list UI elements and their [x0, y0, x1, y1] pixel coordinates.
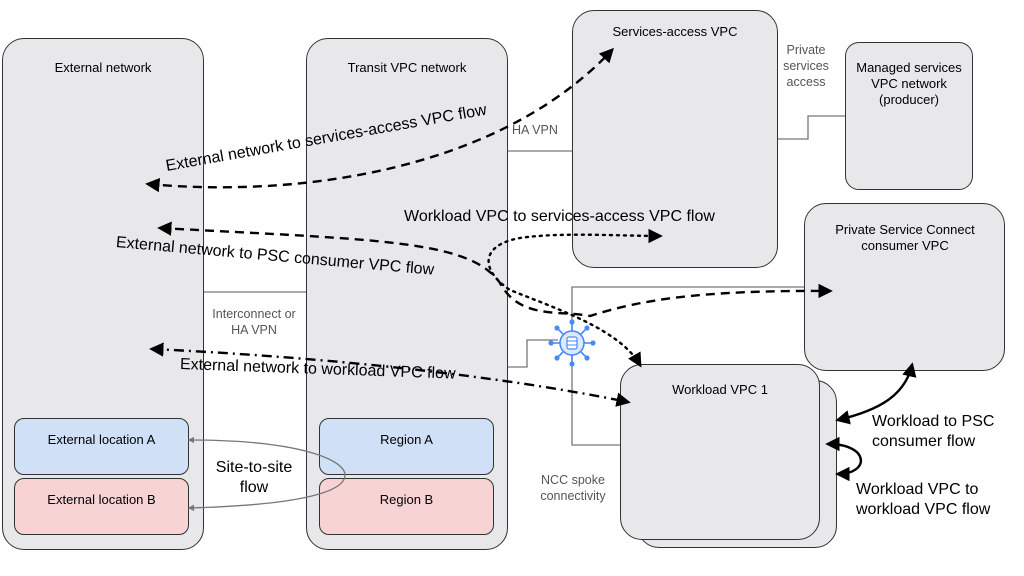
private-services-access-label: Private services access: [783, 43, 829, 89]
workload-vpc-box: [620, 364, 820, 540]
external-location-b-label: External location B: [47, 492, 156, 507]
ncc-spoke-to-services: [571, 286, 804, 340]
managed-services-vpc-label: Managed services VPC network (producer): [856, 60, 962, 107]
ext-to-psc-flow: [157, 221, 833, 318]
ext-to-services-flow: [145, 47, 614, 193]
external-location-a-box: [14, 418, 189, 475]
ncc-spoke-label: NCC spoke connectivity: [540, 473, 606, 503]
workload-to-workload-flow: [825, 436, 863, 482]
psc-consumer-vpc-label: Private Service Connect consumer VPC: [835, 222, 975, 253]
private-services-access-link: [778, 115, 845, 140]
workload-to-services-flow: [487, 228, 663, 368]
region-b-label: Region B: [379, 492, 434, 507]
site-to-site-flow-label: Site-to-site flow: [215, 459, 293, 496]
external-location-b-box: [14, 478, 189, 535]
workload-to-psc-flow-label: Workload to PSC consumer flow: [872, 413, 995, 450]
managed-services-vpc-box: [845, 42, 973, 190]
workload-to-services-flow-label: Workload VPC to services-access VPC flow: [404, 208, 715, 225]
external-network-label: External network: [54, 60, 152, 75]
region-a-label: Region A: [380, 432, 433, 447]
psc-consumer-vpc-box: [804, 203, 1005, 371]
workload-to-psc-flow: [835, 362, 917, 425]
ha-vpn-label: HA VPN: [512, 123, 558, 137]
external-location-a-label: External location A: [47, 432, 156, 447]
services-access-vpc-label: Services-access VPC: [612, 24, 738, 39]
region-a-box: [319, 418, 494, 475]
workload-vpc-label: Workload VPC 1: [672, 382, 768, 397]
interconnect-label: Interconnect or HA VPN: [212, 307, 296, 337]
site-to-site-path: [187, 436, 346, 512]
ncc-hub-icon: [548, 319, 596, 367]
region-b-box: [319, 478, 494, 535]
workload-to-workload-flow-label: Workload VPC to workload VPC flow: [856, 481, 991, 518]
